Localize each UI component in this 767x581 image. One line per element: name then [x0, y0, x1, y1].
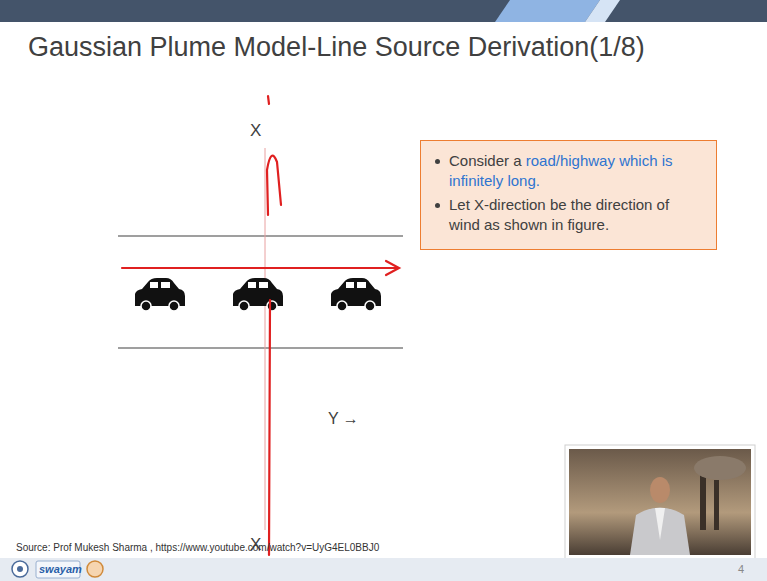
bullet-row: Let X-direction be the direction of wind… [435, 195, 704, 235]
bullet-dot [435, 203, 440, 208]
top-band-stripe [585, 0, 620, 22]
page-number: 4 [738, 563, 744, 575]
car-symbol [331, 278, 381, 311]
pen-annotation [122, 96, 399, 555]
bullet-text: Consider a road/highway which is infinit… [449, 152, 673, 189]
slide-title: Gaussian Plume Model-Line Source Derivat… [28, 32, 645, 63]
footer-band [0, 558, 767, 581]
top-band [0, 0, 767, 22]
logo [87, 561, 103, 577]
logo [12, 561, 28, 577]
top-band-stripe [495, 0, 600, 22]
road-edge [118, 347, 403, 349]
bullet-text: Let X-direction be the direction of wind… [449, 196, 669, 233]
presenter-video [565, 445, 755, 559]
bullet-row: Consider a road/highway which is infinit… [435, 151, 704, 191]
axis-label: X [250, 121, 261, 141]
logo-text: swayam [39, 563, 82, 575]
logo [17, 566, 23, 572]
bullet-dot [435, 159, 440, 164]
axis-label: Y → [328, 410, 359, 428]
car-symbol [135, 278, 185, 311]
note-box: Consider a road/highway which is infinit… [420, 140, 717, 250]
x-axis-line [265, 148, 266, 530]
road-edge [118, 235, 403, 237]
source-note: Source: Prof Mukesh Sharma , https://www… [16, 542, 379, 553]
car-symbol [233, 278, 283, 311]
